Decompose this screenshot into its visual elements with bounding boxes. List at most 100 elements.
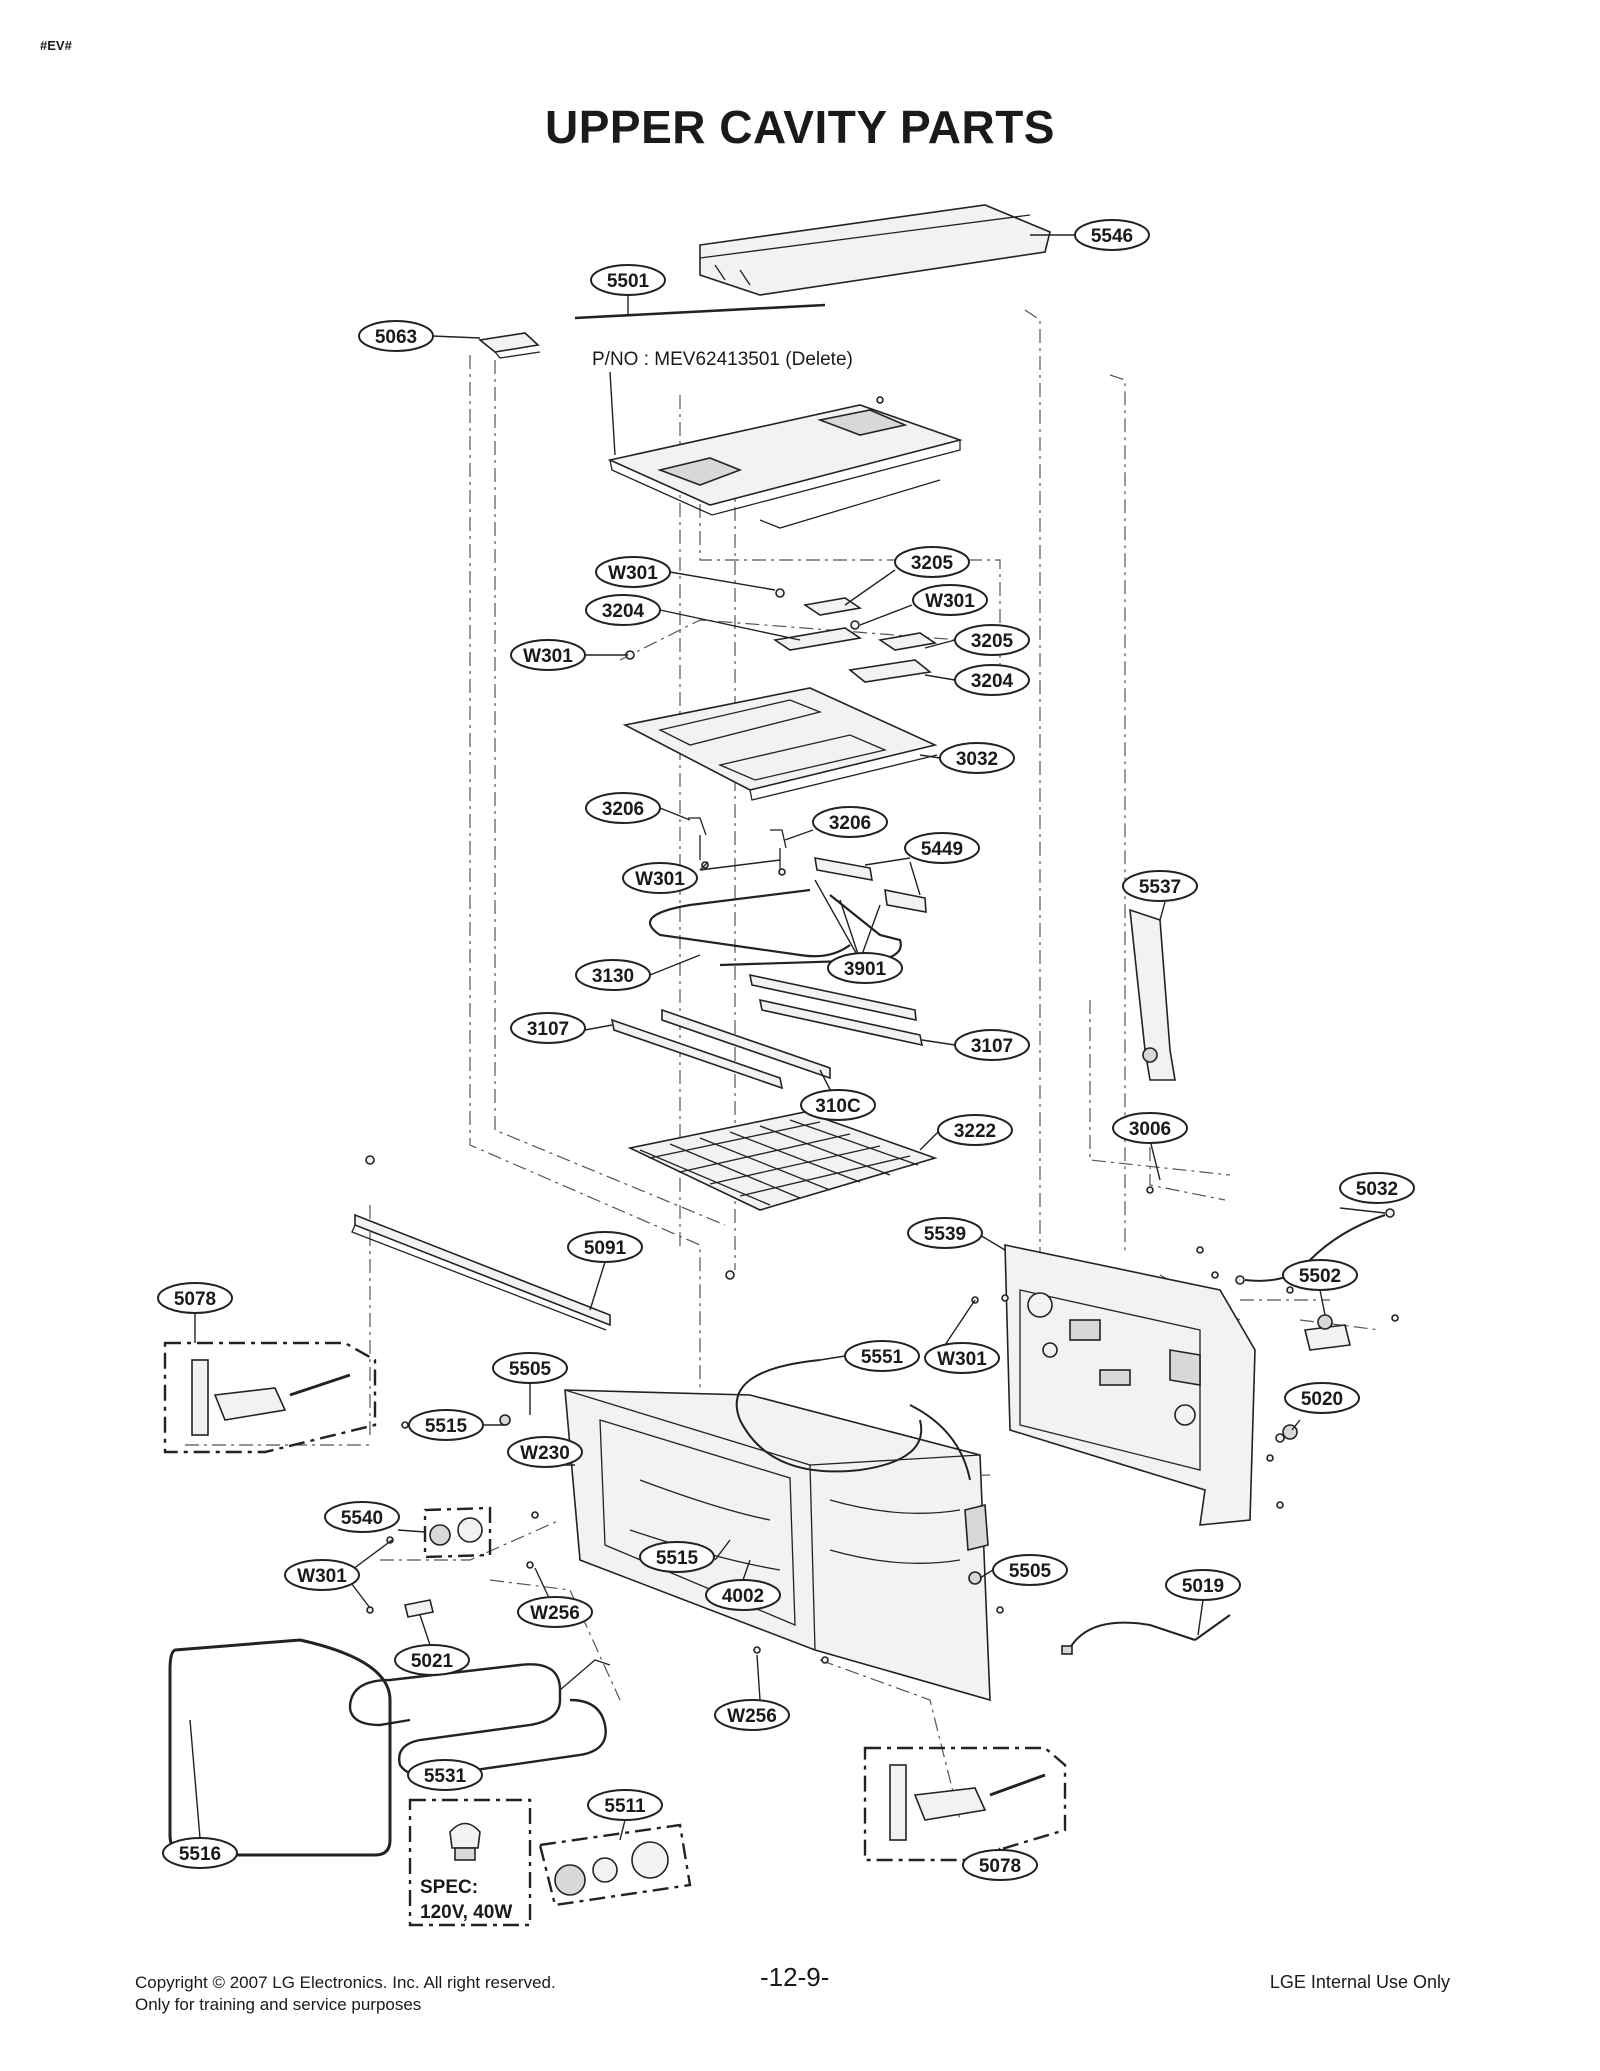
callout-label: 3130 — [592, 966, 634, 987]
heat-shield-strips-3107 — [610, 973, 924, 1090]
callout-label: 3206 — [829, 813, 871, 834]
callout-label: 3205 — [971, 631, 1014, 652]
callout-W256: W256 — [517, 1596, 593, 1628]
callout-label: 5511 — [604, 1796, 646, 1817]
callout-W301: W301 — [622, 862, 698, 894]
callout-5551: 5551 — [844, 1340, 920, 1372]
spec-value: 120V, 40W — [420, 1902, 512, 1923]
callout-label: 3901 — [844, 959, 887, 980]
callout-label: 5515 — [425, 1416, 468, 1437]
callout-label: 5091 — [584, 1238, 627, 1259]
callout-label: 3206 — [602, 799, 644, 820]
callout-label: 3205 — [911, 553, 954, 574]
callout-5091: 5091 — [567, 1231, 643, 1263]
callout-W256: W256 — [714, 1699, 790, 1731]
callout-label: 3107 — [971, 1036, 1013, 1057]
callout-5539: 5539 — [907, 1217, 983, 1249]
rod-5501-part — [574, 303, 826, 320]
callout-5032: 5032 — [1339, 1172, 1415, 1204]
callout-label: 310C — [815, 1096, 861, 1117]
wire-5551 — [735, 1359, 971, 1481]
back-panel-5539 — [1004, 1244, 1256, 1526]
callout-label: 5063 — [375, 327, 417, 348]
document-tag: #EV# — [40, 38, 72, 53]
oven-rack-3222 — [627, 1111, 938, 1211]
callout-W301: W301 — [510, 639, 586, 671]
callout-5505: 5505 — [992, 1554, 1068, 1586]
callout-label: W301 — [635, 869, 685, 890]
callout-label: 3107 — [527, 1019, 569, 1040]
callout-3206: 3206 — [812, 806, 888, 838]
spec-label: SPEC: — [420, 1877, 478, 1898]
callout-3901: 3901 — [827, 952, 903, 984]
callout-label: 3204 — [602, 601, 645, 622]
callout-label: 5021 — [411, 1651, 454, 1672]
callout-3206: 3206 — [585, 792, 661, 824]
callout-label: 5551 — [861, 1347, 904, 1368]
callout-5063: 5063 — [358, 320, 434, 352]
callout-5511: 5511 — [587, 1789, 663, 1821]
callout-label: 5505 — [1009, 1561, 1052, 1582]
callout-label: 5019 — [1182, 1576, 1224, 1597]
callout-5546: 5546 — [1074, 219, 1150, 251]
callout-label: W301 — [297, 1566, 347, 1587]
callout-label: W301 — [937, 1349, 987, 1370]
callout-3204: 3204 — [954, 664, 1030, 696]
callout-label: 5546 — [1091, 226, 1133, 247]
callout-label: W256 — [530, 1603, 580, 1624]
door-lock-assembly-left — [163, 1341, 377, 1454]
callout-label: 5502 — [1299, 1266, 1341, 1287]
callout-3205: 3205 — [954, 624, 1030, 656]
callout-5531: 5531 — [407, 1759, 483, 1791]
callout-5449: 5449 — [904, 832, 980, 864]
callout-label: W301 — [608, 563, 658, 584]
callout-3130: 3130 — [575, 959, 651, 991]
callout-4002: 4002 — [705, 1579, 781, 1611]
callout-label: 4002 — [722, 1586, 764, 1607]
clip-5063-part — [478, 332, 541, 359]
callout-5515: 5515 — [639, 1541, 715, 1573]
callout-5020: 5020 — [1284, 1382, 1360, 1414]
oven-cavity-box — [564, 1389, 991, 1702]
callout-label: 5078 — [979, 1856, 1021, 1877]
callout-label: 5515 — [656, 1548, 699, 1569]
trim-bar-5091 — [351, 1213, 611, 1331]
callout-label: 5540 — [341, 1508, 383, 1529]
callout-3032: 3032 — [939, 742, 1015, 774]
heater-brackets — [625, 588, 938, 683]
callout-label: 5020 — [1301, 1389, 1343, 1410]
callout-5516: 5516 — [162, 1837, 238, 1869]
callout-W301: W301 — [595, 556, 671, 588]
page-title: UPPER CAVITY PARTS — [545, 101, 1055, 153]
door-gasket-5516 — [168, 1638, 392, 1857]
callout-5078: 5078 — [962, 1849, 1038, 1881]
callout-5502: 5502 — [1282, 1259, 1358, 1291]
top-cover-plate — [607, 404, 963, 529]
callout-W301: W301 — [284, 1559, 360, 1591]
callout-5515: 5515 — [408, 1409, 484, 1441]
callout-label: 3204 — [971, 671, 1014, 692]
callout-label: 5078 — [174, 1289, 216, 1310]
callout-3006: 3006 — [1112, 1112, 1188, 1144]
lamp-socket-5540 — [423, 1506, 492, 1559]
callout-label: 5537 — [1139, 877, 1181, 898]
callout-3204: 3204 — [585, 594, 661, 626]
broiler-cover-3032 — [622, 687, 938, 801]
callout-label: 5449 — [921, 839, 963, 860]
callout-label: 5032 — [1356, 1179, 1398, 1200]
sensor-5502-part — [1304, 1314, 1351, 1351]
callout-310C: 310C — [800, 1089, 876, 1121]
callout-W301: W301 — [924, 1342, 1000, 1374]
copyright-text: Copyright © 2007 LG Electronics. Inc. Al… — [135, 1973, 556, 1992]
callout-label: 3032 — [956, 749, 998, 770]
callout-5021: 5021 — [394, 1644, 470, 1676]
callout-5501: 5501 — [590, 264, 666, 296]
callout-label: 5539 — [924, 1224, 966, 1245]
callout-3107: 3107 — [510, 1012, 586, 1044]
callout-label: 5505 — [509, 1359, 552, 1380]
callout-5078: 5078 — [157, 1282, 233, 1314]
page-number: -12-9- — [760, 1962, 830, 1992]
callout-W230: W230 — [507, 1436, 583, 1468]
callout-label: W230 — [520, 1443, 570, 1464]
